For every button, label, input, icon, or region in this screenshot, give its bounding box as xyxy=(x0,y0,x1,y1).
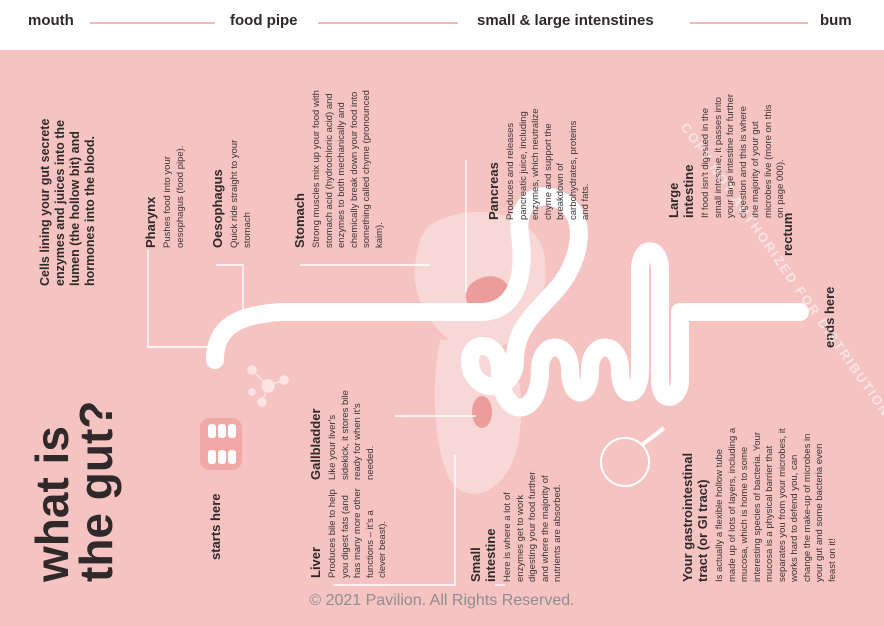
magnifier-icon xyxy=(600,426,666,487)
gi-tract-heading: Your gastrointestinal tract (or GI tract… xyxy=(680,452,710,582)
teeth-icon xyxy=(200,418,242,470)
stage-bar: mouth food pipe small & large intenstine… xyxy=(0,0,884,50)
stomach-callout: Stomach Strong muscles mix up your food … xyxy=(292,68,386,248)
liver-text: Produces bile to help you digest fats (a… xyxy=(327,488,388,578)
gut-diagram xyxy=(147,160,809,586)
oesophagus-callout: Oesophagus Quick ride straight to your s… xyxy=(210,98,254,248)
callout-lines xyxy=(147,160,505,586)
stage-bum: bum xyxy=(820,12,852,29)
molecule-icon xyxy=(247,365,289,407)
oesophagus-text: Quick ride straight to your stomach xyxy=(229,139,253,248)
liver-callout: Liver Produces bile to help you digest f… xyxy=(308,428,390,578)
pharynx-heading: Pharynx xyxy=(143,196,158,248)
pharynx-callout: Pharynx Pushes food into your oesophagus… xyxy=(143,98,187,248)
gallbladder-shape xyxy=(472,396,492,428)
pancreas-heading: Pancreas xyxy=(486,162,501,220)
starts-here-label: starts here xyxy=(208,493,223,560)
gi-tract-callout: Your gastrointestinal tract (or GI tract… xyxy=(680,422,839,582)
stomach-heading: Stomach xyxy=(292,193,307,248)
intro-text: Cells lining your gut secrete enzymes an… xyxy=(38,118,97,286)
rectum-label: rectum xyxy=(780,212,795,256)
oesophagus-heading: Oesophagus xyxy=(210,169,225,248)
end-point-icon xyxy=(799,308,807,316)
gut-tube xyxy=(206,187,809,417)
copyright-notice: © 2021 Pavilion. All Rights Reserved. xyxy=(309,592,575,609)
pancreas-text: Produces and releases pancreatic juice, … xyxy=(505,108,591,220)
page-title: what is the gut? xyxy=(26,400,122,582)
stage-intestines: small & large intenstines xyxy=(477,12,654,29)
gi-tract-text: Is actually a flexible hollow tube made … xyxy=(714,427,838,582)
stage-divider xyxy=(90,22,215,24)
liver-heading: Liver xyxy=(308,546,323,578)
small-intestine-text: Here is where a lot of enzymes get to wo… xyxy=(502,471,563,582)
stage-mouth: mouth xyxy=(28,12,74,29)
stomach-text: Strong muscles mix up your food with sto… xyxy=(311,90,385,248)
stage-divider xyxy=(690,22,808,24)
pharynx-text: Pushes food into your oesophagus (food p… xyxy=(162,145,186,248)
stage-food-pipe: food pipe xyxy=(230,12,298,29)
small-intestine-heading: Small intestine xyxy=(468,528,498,582)
pancreas-callout: Pancreas Produces and releases pancreati… xyxy=(486,80,593,220)
stage-divider xyxy=(318,22,458,24)
small-intestine-callout: Small intestine Here is where a lot of e… xyxy=(468,442,565,582)
infographic-panel: what is the gut? Cells lining your gut s… xyxy=(0,50,884,626)
